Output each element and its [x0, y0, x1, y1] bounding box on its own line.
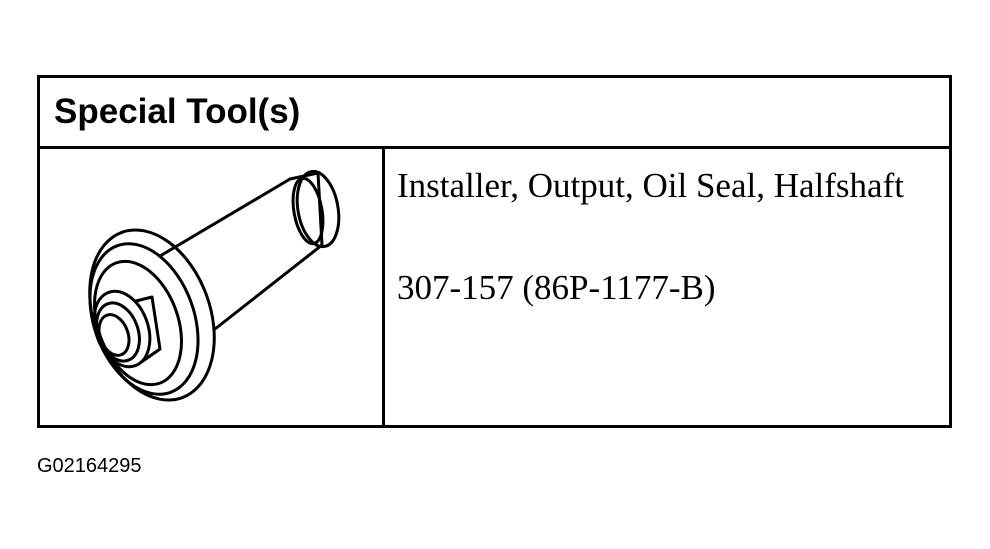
- special-tools-table: Special Tool(s): [37, 75, 952, 428]
- header-title: Special Tool(s): [54, 92, 301, 131]
- table-header: Special Tool(s): [40, 78, 949, 149]
- oil-seal-installer-tool-icon: [88, 169, 341, 402]
- tool-number: 307-157 (86P-1177-B): [397, 268, 716, 307]
- tool-description-cell: Installer, Output, Oil Seal, Halfshaft 3…: [385, 149, 949, 425]
- figure-id: G02164295: [37, 455, 142, 477]
- tool-name: Installer, Output, Oil Seal, Halfshaft: [397, 166, 904, 205]
- tool-image-cell: [40, 149, 385, 425]
